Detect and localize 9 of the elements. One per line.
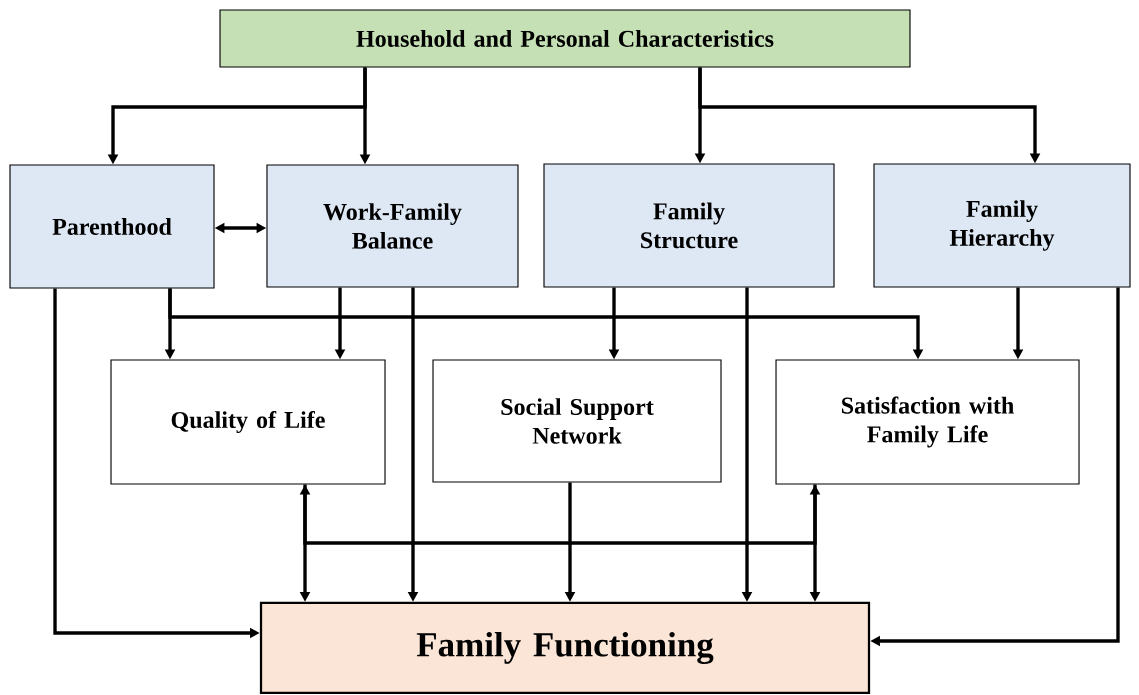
- outcome-box: Satisfaction with Family Life: [775, 359, 1080, 485]
- header-box: Household and Personal Characteristics: [219, 9, 911, 68]
- factor-box: Family Hierarchy: [873, 163, 1131, 288]
- outcome-box: Quality of Life: [110, 359, 386, 485]
- factor-box: Work-Family Balance: [266, 164, 519, 288]
- factor-box: Family Structure: [543, 163, 835, 288]
- factor-box: Parenthood: [9, 164, 215, 289]
- outcome-box: Social Support Network: [432, 359, 722, 483]
- result-box: Family Functioning: [259, 601, 871, 695]
